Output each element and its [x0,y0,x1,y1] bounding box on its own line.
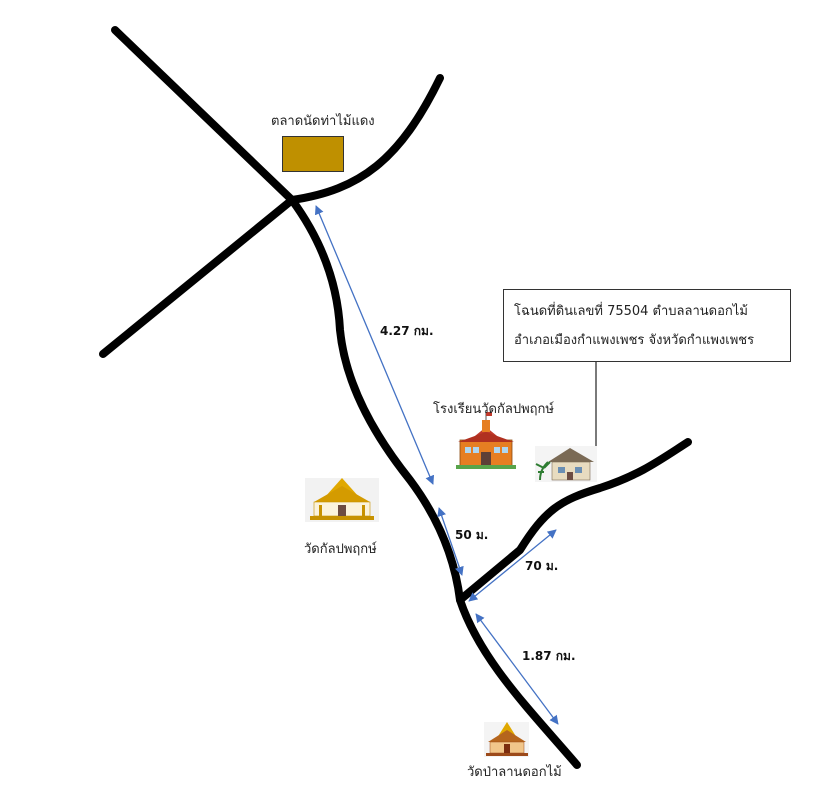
school-icon [456,412,516,469]
temple-1-label: วัดกัลปพฤกษ์ [304,542,377,557]
callout-line-2: อำเภอเมืองกำแพงเพชร จังหวัดกำแพงเพชร [514,333,755,348]
market-marker [282,136,344,172]
distance-label-50m: 50 ม. [455,528,489,542]
road-west [99,196,296,358]
arrow-70m [468,529,557,602]
temple-icon [484,722,529,757]
temple-2-label: วัดป่าลานดอกไม้ [467,765,562,780]
distance-arrows [314,205,559,725]
distance-label-4-27km: 4.27 กม. [380,324,434,338]
road-east-branch [456,438,692,604]
arrow-50m [437,507,464,576]
distance-label-70m: 70 ม. [525,559,559,573]
market-label: ตลาดนัดท่าไม้แดง [271,114,375,129]
temple-icon [305,478,379,522]
road-northwest [111,26,296,204]
arrow-1-87km [475,613,559,725]
arrow-4-27km [314,205,435,485]
road-northeast [288,74,444,204]
distance-label-1-87km: 1.87 กม. [522,649,576,663]
house-icon [535,446,597,482]
school-label: โรงเรียนวัดกัลปพฤกษ์ [433,402,554,417]
roads [99,26,692,769]
land-deed-callout: โฉนดที่ดินเลขที่ 75504 ตำบลลานดอกไม้ อำเ… [503,289,791,362]
callout-line-1: โฉนดที่ดินเลขที่ 75504 ตำบลลานดอกไม้ [514,304,748,319]
